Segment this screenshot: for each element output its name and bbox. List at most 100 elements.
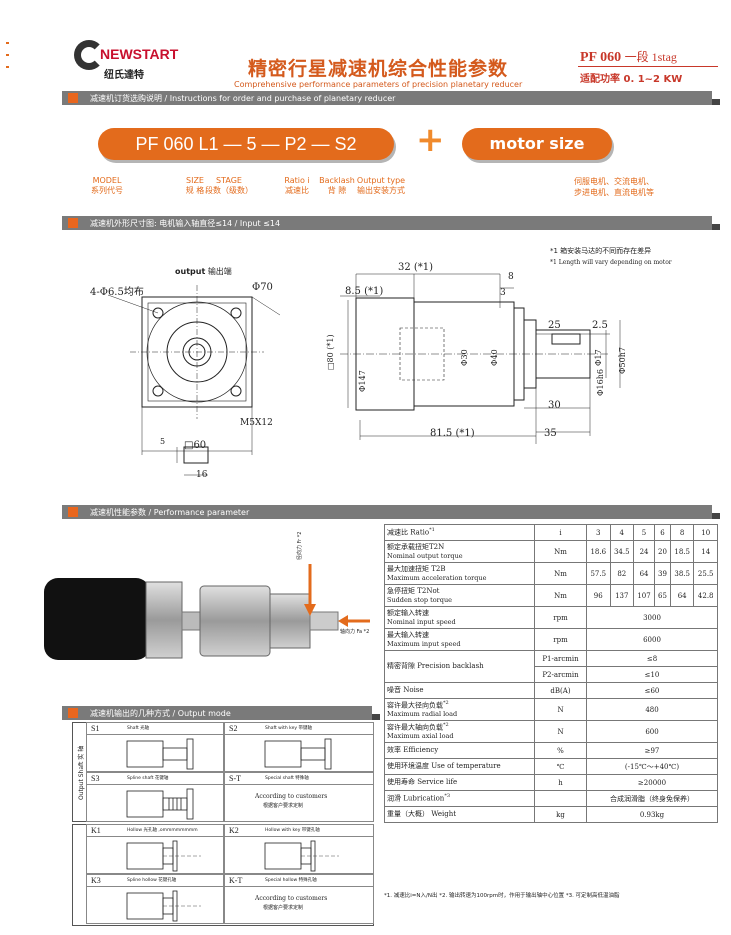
motor-note: 伺服电机、交流电机、 步进电机、直流电机等 [564, 176, 664, 198]
dim-3: 3 [500, 288, 506, 298]
param-value: ≤10 [586, 666, 718, 683]
param-value: (-15℃～+40℃) [586, 758, 718, 775]
param-value: 42.8 [693, 584, 718, 607]
dim-81-5: 81.5 (*1) [430, 428, 475, 439]
param-name-en: Sudden stop torque [387, 595, 452, 604]
model-underline [578, 66, 718, 67]
param-name: 重量（大概） Weight [384, 806, 535, 823]
param-value: 6 [654, 524, 671, 541]
section-square-icon [68, 507, 78, 517]
param-name: 减速比 Ratio*1 [384, 524, 535, 541]
param-name: 效率 Efficiency [384, 742, 535, 759]
dim-phi40: Φ40 [490, 349, 499, 366]
output-desc: Spline hollow 花键孔轴 [127, 878, 177, 883]
param-name-cn: 容许最大径向负载 [387, 701, 443, 710]
dim-2-5: 2.5 [592, 320, 608, 331]
param-name-cn: 精密背隙 Precision backlash [387, 662, 484, 670]
dim-pcd: Φ70 [252, 282, 273, 293]
output-desc: Shaft with key 带键轴 [265, 726, 312, 731]
param-value: 137 [609, 584, 635, 607]
param-value: 8 [669, 524, 695, 541]
param-value: 38.5 [669, 562, 695, 585]
custom-note-cn: 根据客户要求定制 [263, 905, 304, 911]
param-name-cn: 容许最大轴向负载 [387, 723, 443, 732]
output-code: K3 [91, 876, 101, 885]
param-name: 润滑 Lubrication*3 [384, 790, 535, 807]
custom-note-cn: 根据客户要求定制 [263, 803, 304, 809]
shaft-sketch-icon [126, 890, 201, 922]
param-name: 噪音 Noise [384, 682, 535, 699]
param-value: 6000 [586, 628, 718, 651]
section-output-title: 减速机输出的几种方式 / Output mode [90, 709, 231, 718]
param-name-cn: 使用寿命 Service life [387, 778, 458, 786]
output-desc: Special hollow 特殊孔轴 [265, 878, 317, 883]
front-view-drawing [107, 285, 281, 476]
shaft-group-label: Output Shaft 实 轴 [78, 745, 85, 800]
section-perf-title: 减速机性能参数 / Performance parameter [90, 508, 250, 517]
output-desc: Shaft 光轴 [127, 726, 150, 731]
perf-footnote: *1. 减速比i=N入/N出 *2. 输出转速为100rpm时，作用于输出轴中心… [384, 893, 620, 899]
param-name-cn: 使用环境温度 Use of temperature [387, 762, 501, 770]
section-output-bar: 减速机输出的几种方式 / Output mode [62, 706, 372, 720]
param-unit: rpm [534, 606, 587, 629]
param-value: 10 [693, 524, 718, 541]
motor-gearbox-illustration [44, 564, 370, 660]
order-label-cn: 规 格 [185, 186, 205, 195]
order-label-en: STAGE [216, 176, 242, 185]
order-label-cn: 系列代号 [91, 186, 123, 195]
param-value: 57.5 [586, 562, 611, 585]
param-name: 使用环境温度 Use of temperature [384, 758, 535, 775]
order-code-pill: PF 060 L1 — 5 — P2 — S2 [98, 128, 394, 160]
param-name-cn: 噪音 Noise [387, 686, 424, 694]
param-value: 18.6 [586, 540, 611, 563]
param-name-cn: 额定输入转速 [387, 608, 429, 617]
radial-force-label: 径向力 Fr *2 [297, 531, 303, 560]
param-value: 合成润滑脂（终身免保养） [586, 790, 718, 807]
param-name-en: Nominal input speed [387, 617, 456, 626]
param-value: 20 [654, 540, 671, 563]
param-unit: i [534, 524, 587, 541]
order-label-en: Output type [356, 176, 406, 185]
param-value: ≥97 [586, 742, 718, 759]
shaft-sketch-icon [126, 840, 201, 872]
param-value: 600 [586, 720, 718, 743]
shaft-sketch-icon [264, 738, 332, 770]
cell-divider [225, 836, 373, 837]
param-value: 24 [633, 540, 656, 563]
param-unit: N [534, 698, 587, 721]
dim-phi50: Φ50h7 [618, 347, 627, 374]
output-code: S1 [91, 724, 100, 733]
table-row: 效率 Efficiency%≥97 [384, 742, 718, 759]
cell-divider [87, 784, 223, 785]
dim-8: 8 [508, 272, 514, 282]
output-desc: Spline shaft 花键轴 [127, 776, 169, 781]
param-value: 5 [633, 524, 656, 541]
param-value: 64 [669, 584, 695, 607]
param-value: 64 [633, 562, 656, 585]
page-marks [6, 42, 10, 72]
output-desc: Hollow with key 带键孔轴 [265, 828, 320, 833]
footnote-mark: *2 [443, 699, 449, 706]
param-unit: h [534, 774, 587, 791]
drawing-note-cn: *1 箱安装马达的不同而存在差异 [550, 247, 652, 255]
param-name-cn: 重量（大概） Weight [387, 810, 457, 818]
param-unit [534, 790, 587, 807]
output-desc: Hollow 光孔轴 ,ommmmmmmm [127, 828, 198, 833]
order-label-cn: 段数（级数） [205, 186, 253, 195]
footnote-mark: *1 [429, 527, 435, 534]
drawing-note-en: *1 Length will vary depending on motor [550, 259, 672, 266]
param-name-en: Maximum input speed [387, 639, 461, 648]
footnote-mark: *2 [443, 721, 449, 728]
dim-phi16: Φ16h6 [596, 369, 605, 396]
order-label-en: MODEL [92, 176, 122, 185]
